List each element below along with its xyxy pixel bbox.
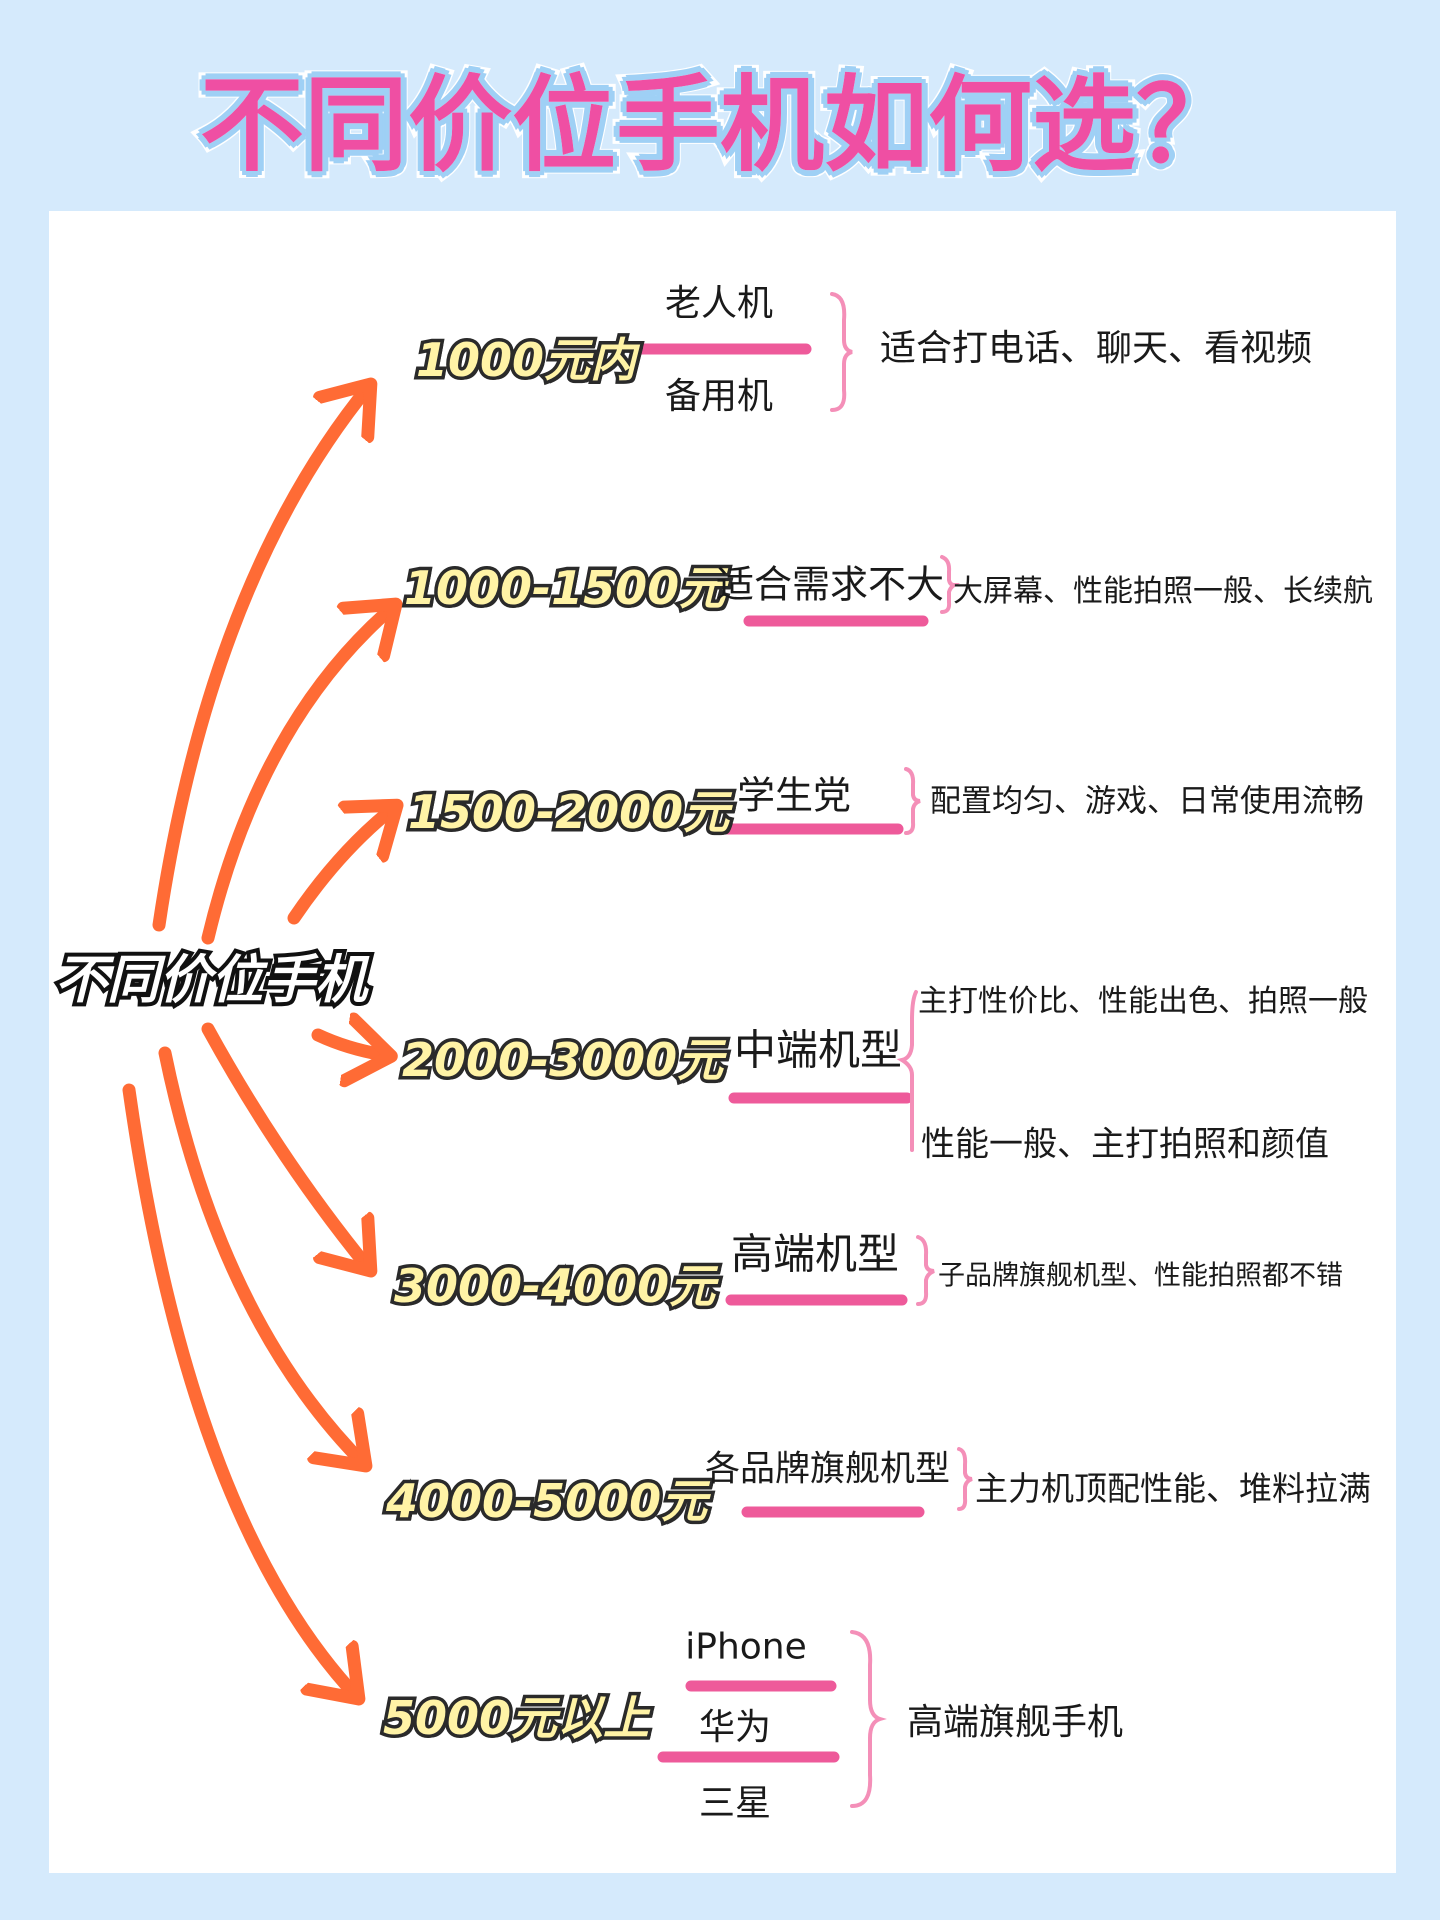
brace	[940, 555, 960, 614]
brace	[916, 1235, 935, 1306]
brace	[904, 767, 921, 835]
desc-3000-4000: 子品牌旗舰机型、性能拍照都不错	[938, 1260, 1343, 1292]
item-huawei: 华为	[698, 1707, 772, 1748]
arrow-1000	[152, 385, 370, 932]
arrow-1000-1500	[201, 605, 395, 945]
arrow-1500-2000	[287, 806, 396, 925]
brace	[850, 1630, 887, 1808]
item-iphone: iPhone	[685, 1626, 807, 1668]
item-samsung: 三星	[698, 1783, 772, 1824]
desc-2000-3000-b: 性能一般、主打拍照和颜值	[921, 1124, 1329, 1165]
desc-4000-5000: 主力机顶配性能、堆料拉满	[975, 1469, 1371, 1508]
desc-1500-2000: 配置均匀、游戏、日常使用流畅	[930, 783, 1364, 820]
price-label-1500-2000: 1500-2000元	[404, 782, 732, 843]
arrow-3000-4000	[201, 1022, 370, 1270]
price-label-5000plus: 5000元以上	[379, 1688, 652, 1749]
brace	[896, 990, 918, 1152]
price-label-4000-5000: 4000-5000元	[382, 1471, 710, 1532]
item-students: 学生党	[737, 773, 852, 818]
desc-1000: 适合打电话、聊天、看视频	[880, 328, 1313, 369]
item-low-demand: 适合需求不大	[716, 562, 945, 607]
item-midrange: 中端机型	[734, 1025, 903, 1075]
item-high-end: 高端机型	[731, 1229, 900, 1279]
item-backup-phone: 备用机	[664, 376, 774, 417]
brace	[830, 292, 853, 412]
brace	[957, 1447, 973, 1511]
item-elderly-phone: 老人机	[664, 283, 774, 324]
price-label-1000: 1000元内	[412, 330, 639, 391]
item-flagships: 各品牌旗舰机型	[705, 1449, 951, 1490]
desc-5000plus: 高端旗舰手机	[907, 1702, 1124, 1743]
arrow-5000plus	[122, 1083, 358, 1698]
desc-1000-1500: 大屏幕、性能拍照一般、长续航	[953, 574, 1373, 609]
price-label-3000-4000: 3000-4000元	[390, 1256, 718, 1317]
price-label-2000-3000: 2000-3000元	[398, 1030, 726, 1091]
root-node: 不同价位手机	[51, 947, 371, 1015]
desc-2000-3000-a: 主打性价比、性能出色、拍照一般	[918, 984, 1368, 1019]
arrow-2000-3000	[311, 1035, 390, 1056]
price-label-1000-1500: 1000-1500元	[400, 558, 728, 619]
arrow-4000-5000	[158, 1046, 365, 1465]
mindmap-card	[49, 211, 1396, 1873]
page-title: 不同价位手机如何选？	[193, 57, 1247, 193]
